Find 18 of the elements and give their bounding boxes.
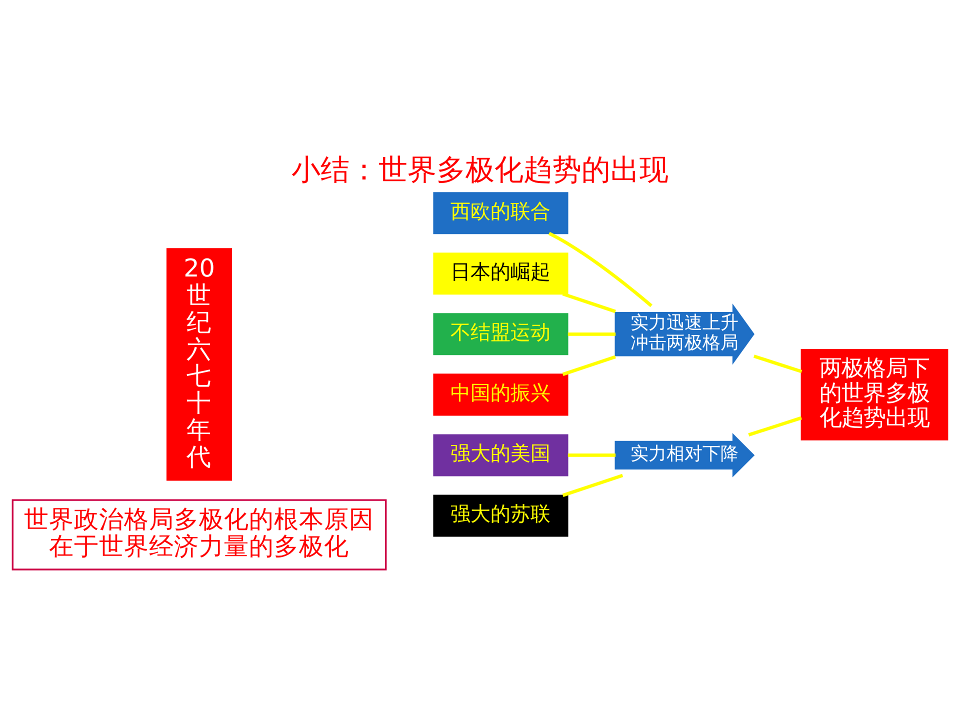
node-box: 两极格局下的世界多极化趋势出现: [800, 348, 948, 440]
connector: [748, 416, 802, 436]
node-box: 不结盟运动: [433, 312, 568, 355]
connector: [562, 354, 616, 376]
connector: [568, 453, 616, 456]
node-box: 强大的美国: [433, 434, 568, 476]
node-box: 西欧的联合: [433, 192, 568, 234]
connector: [562, 473, 624, 496]
connector: [548, 231, 652, 307]
node-box: 中国的振兴: [433, 373, 568, 416]
node-box: 日本的崛起: [433, 252, 568, 294]
connector: [562, 292, 616, 313]
node-box: 20世纪六七十年代: [166, 248, 232, 480]
node-box: 世界政治格局多极化的根本原因在于世界经济力量的多极化: [12, 498, 387, 570]
diagram-title: 小结：世界多极化趋势的出现: [292, 152, 668, 186]
node-box: 强大的苏联: [433, 494, 568, 536]
connector: [753, 354, 802, 373]
connector: [568, 332, 616, 336]
